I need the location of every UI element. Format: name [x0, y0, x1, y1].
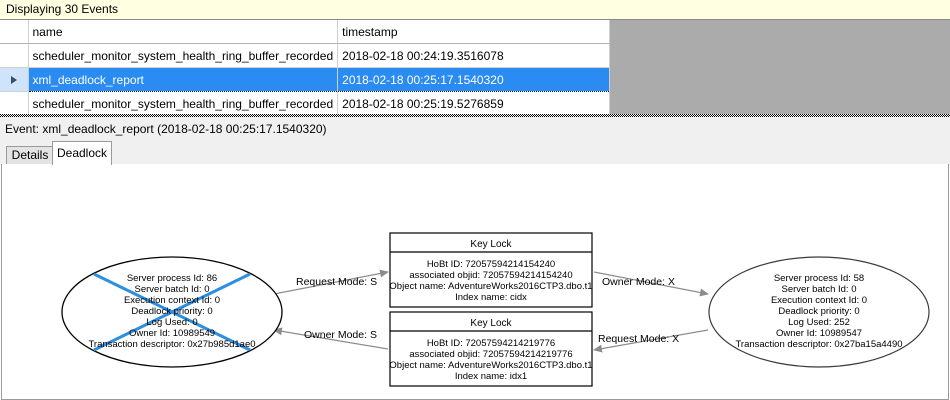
deadlock-graph-canvas[interactable]: Request Mode: S Owner Mode: X Owner Mode…	[1, 164, 949, 400]
grid-caption: Displaying 30 Events	[0, 0, 950, 19]
process-node-right[interactable]: Server process Id: 58 Server batch Id: 0…	[708, 256, 930, 368]
resource-top-line-1: HoBt ID: 72057594214154240	[427, 259, 555, 270]
edge-top-owner-right: Owner Mode: X	[593, 271, 709, 297]
cell-name[interactable]: scheduler_monitor_system_health_ring_buf…	[28, 91, 339, 116]
process-left-line-2: Server batch Id: 0	[135, 284, 210, 295]
tab-strip: Details Deadlock	[0, 140, 950, 165]
row-arrow-icon	[10, 75, 17, 84]
victim-cross-icon	[93, 272, 251, 352]
edge-label-owner-mode-x: Owner Mode: X	[602, 276, 675, 288]
edge-label-request-mode-s: Request Mode: S	[296, 276, 377, 288]
edge-label-owner-mode-s: Owner Mode: S	[304, 329, 377, 341]
table-row[interactable]: scheduler_monitor_system_health_ring_buf…	[0, 43, 611, 68]
event-header-label: Event: xml_deadlock_report (2018-02-18 0…	[0, 119, 950, 140]
tab-details[interactable]: Details	[6, 146, 54, 165]
process-right-line-2: Server batch Id: 0	[782, 284, 857, 295]
resource-bottom-line-4: Index name: idx1	[455, 371, 527, 382]
process-right-line-5: Log Used: 252	[788, 317, 850, 328]
cell-name[interactable]: scheduler_monitor_system_health_ring_buf…	[28, 43, 339, 68]
process-right-line-7: Transaction descriptor: 0x27ba15a4490	[735, 339, 902, 350]
process-left-line-4: Deadlock priority: 0	[131, 306, 212, 317]
events-grid-panel: Displaying 30 Events name timestamp sche…	[0, 0, 950, 116]
table-row[interactable]: scheduler_monitor_system_health_ring_buf…	[0, 91, 611, 116]
row-selector-cell[interactable]	[0, 43, 29, 68]
row-selector-cell[interactable]	[0, 91, 29, 116]
row-selector-cell[interactable]	[0, 67, 29, 92]
resource-top-line-4: Index name: cidx	[455, 292, 527, 303]
table-header-row: name timestamp	[0, 20, 611, 44]
resource-top-title: Key Lock	[470, 239, 512, 250]
process-left-line-7: Transaction descriptor: 0x27b985d1ae0	[88, 339, 255, 350]
process-left-line-5: Log Used: 0	[146, 317, 197, 328]
resource-bottom-title: Key Lock	[470, 318, 512, 329]
edge-label-request-mode-x: Request Mode: X	[598, 333, 679, 345]
edge-right-request-bottom: Request Mode: X	[593, 329, 709, 353]
process-left-line-6: Owner Id: 10989549	[129, 328, 215, 339]
edge-bottom-owner-left: Owner Mode: S	[273, 327, 389, 350]
deadlock-graph-svg: Request Mode: S Owner Mode: X Owner Mode…	[61, 232, 930, 387]
resource-bottom-line-1: HoBt ID: 72057594214219776	[427, 338, 555, 349]
resource-top-line-3: Object name: AdventureWorks2016CTP3.dbo.…	[389, 281, 592, 292]
process-left-line-1: Server process Id: 86	[127, 273, 217, 284]
column-header-selector[interactable]	[0, 20, 29, 44]
process-right-line-1: Server process Id: 58	[774, 273, 864, 284]
table-row-selected[interactable]: xml_deadlock_report 2018-02-18 00:25:17.…	[0, 67, 611, 92]
events-table[interactable]: name timestamp scheduler_monitor_system_…	[0, 20, 611, 116]
process-right-line-3: Execution context Id: 0	[771, 295, 867, 306]
cell-timestamp[interactable]: 2018-02-18 00:25:17.1540320	[337, 67, 611, 92]
horizontal-splitter[interactable]	[0, 114, 950, 119]
resource-top-line-2: associated objid: 72057594214154240	[409, 270, 572, 281]
events-grid[interactable]: name timestamp scheduler_monitor_system_…	[0, 19, 950, 116]
column-header-timestamp[interactable]: timestamp	[337, 20, 611, 44]
resource-bottom-line-3: Object name: AdventureWorks2016CTP3.dbo.…	[389, 360, 592, 371]
tab-deadlock[interactable]: Deadlock	[52, 141, 112, 165]
process-right-line-6: Owner Id: 10989547	[776, 328, 862, 339]
process-node-left[interactable]: Server process Id: 86 Server batch Id: 0…	[61, 256, 283, 368]
cell-name[interactable]: xml_deadlock_report	[28, 67, 339, 92]
process-left-line-3: Execution context Id: 0	[124, 295, 220, 306]
resource-bottom-line-2: associated objid: 72057594214219776	[409, 349, 572, 360]
resource-node-bottom[interactable]: Key Lock HoBt ID: 72057594214219776 asso…	[389, 311, 593, 387]
cell-timestamp[interactable]: 2018-02-18 00:24:19.3516078	[337, 43, 611, 68]
column-header-name[interactable]: name	[28, 20, 339, 44]
edge-left-request-top: Request Mode: S	[273, 269, 389, 295]
cell-timestamp[interactable]: 2018-02-18 00:25:19.5276859	[337, 91, 611, 116]
process-right-line-4: Deadlock priority: 0	[778, 306, 859, 317]
resource-node-top[interactable]: Key Lock HoBt ID: 72057594214154240 asso…	[389, 232, 593, 308]
